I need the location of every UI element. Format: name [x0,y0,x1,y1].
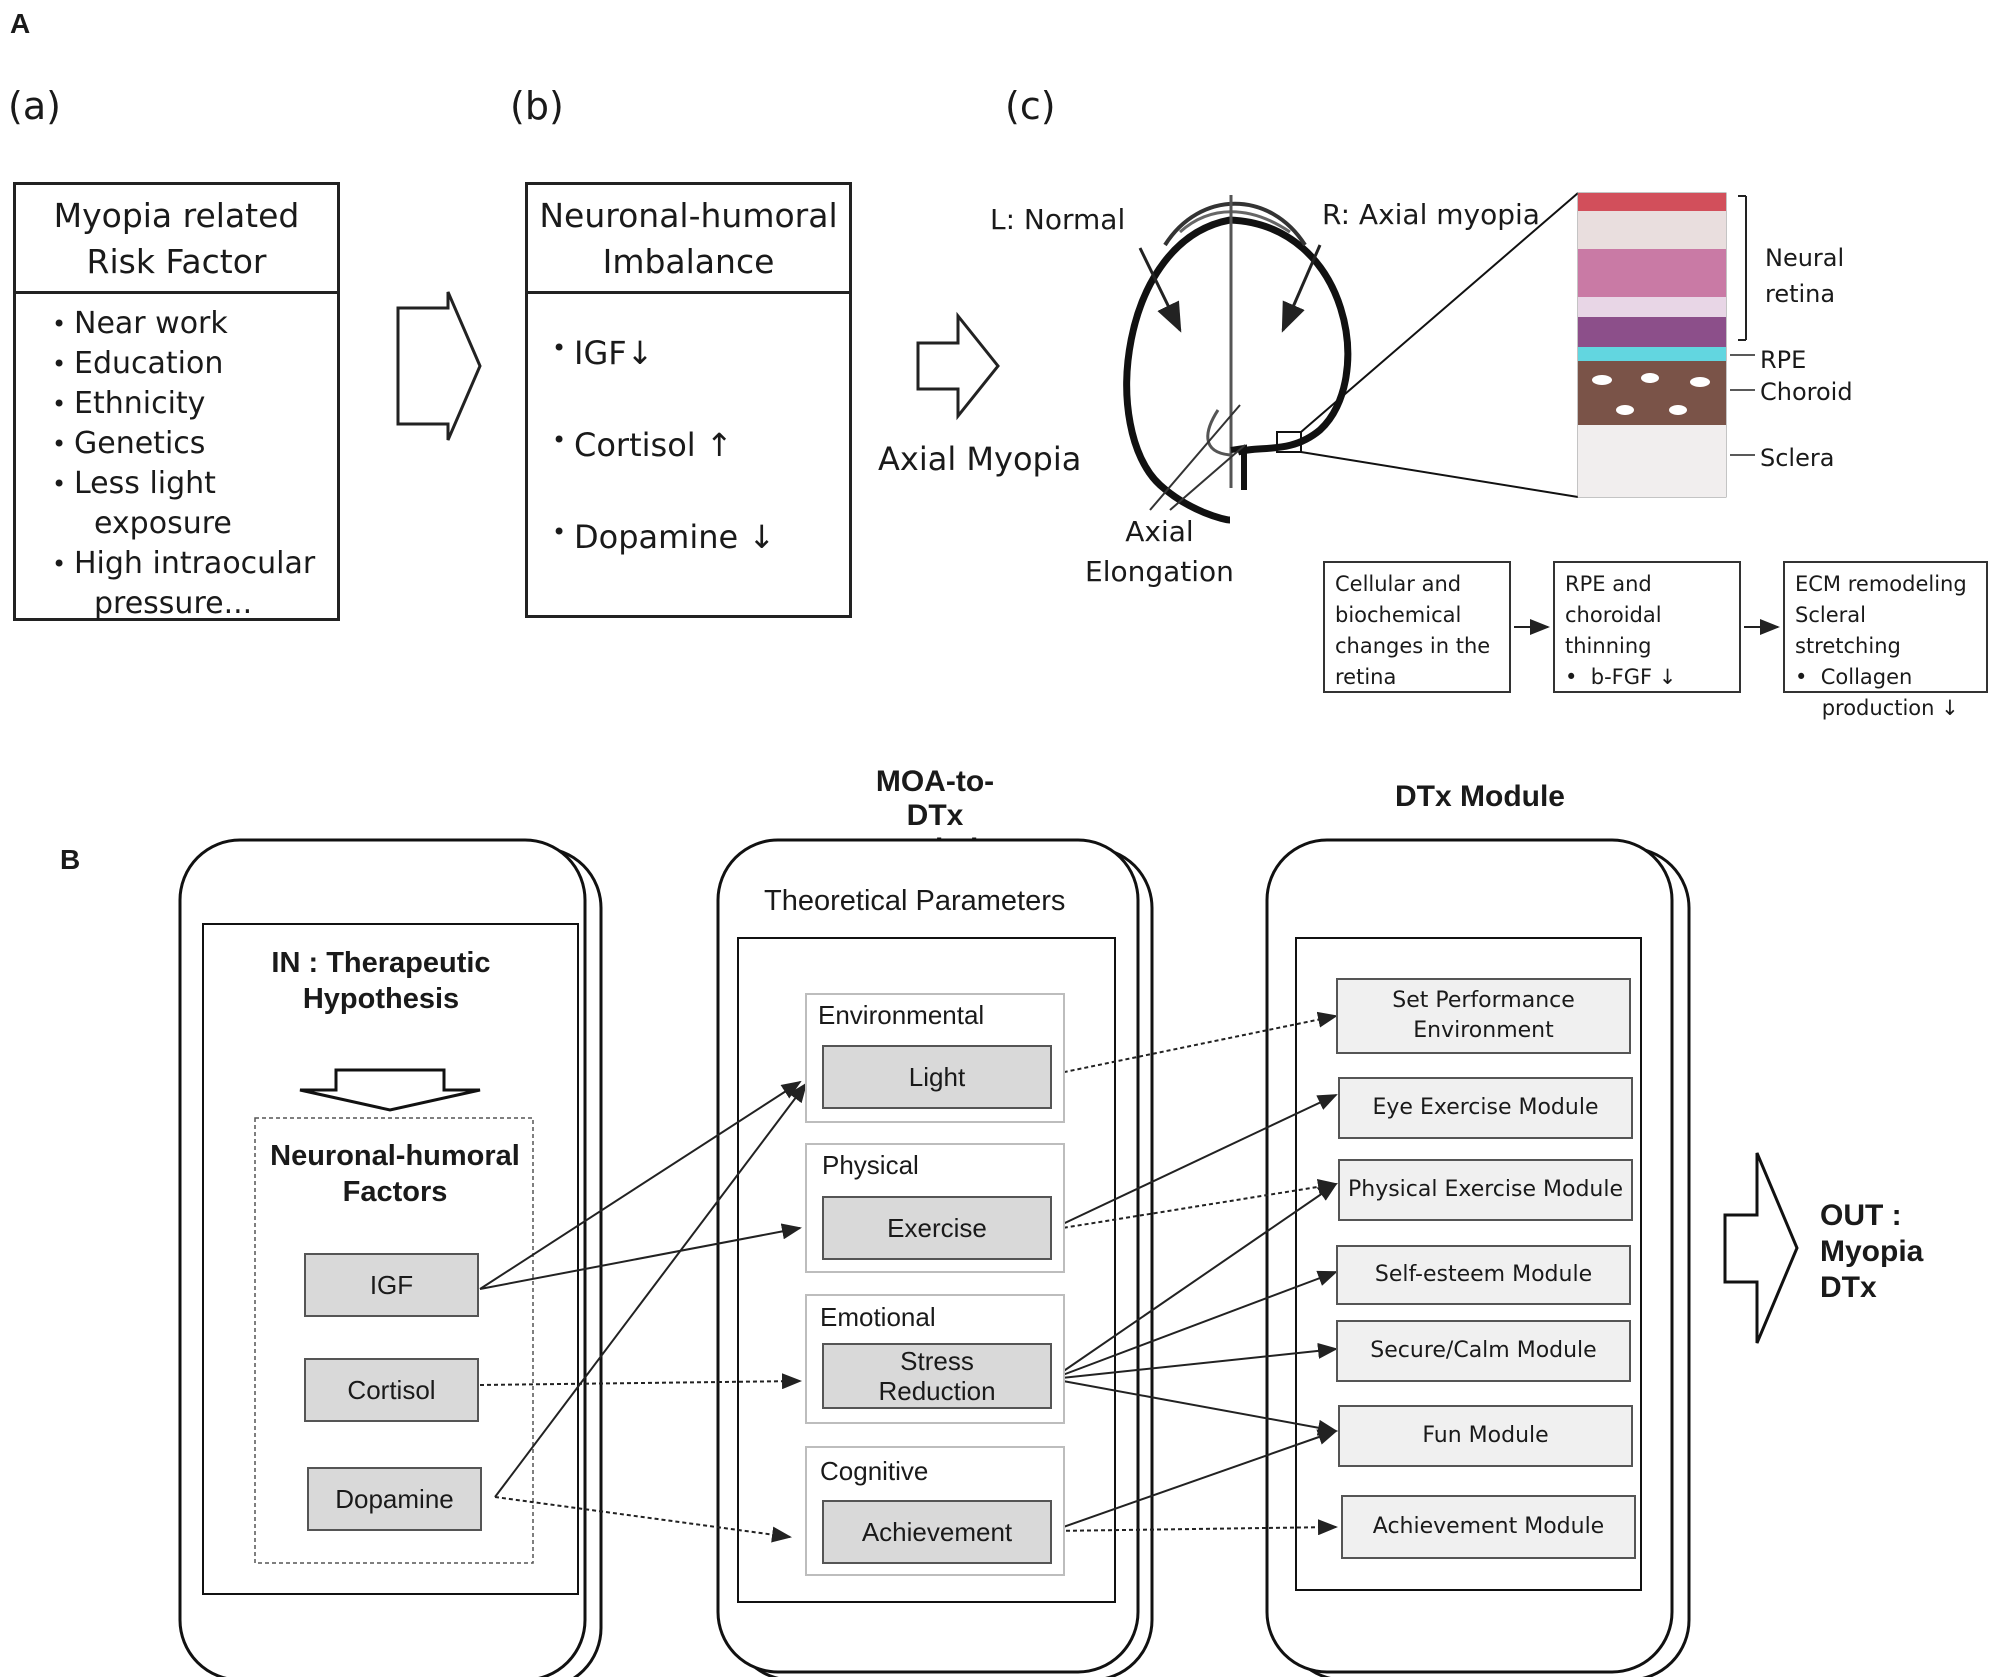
out-label: OUT : Myopia DTx [1820,1198,1923,1306]
imbalance-header: Neuronal-humoral Imbalance [525,182,852,294]
factors-line-2: Factors [342,1176,448,1208]
risk-item: Near work [52,304,337,344]
param-exercise: Exercise [822,1196,1052,1260]
risk-factor-list: Near work Education Ethnicity Genetics L… [13,291,340,621]
imbalance-title-1: Neuronal-humoral [539,196,838,235]
imbalance-item: Dopamine ↓ [552,518,775,556]
risk-item-cont: pressure... [94,586,253,621]
col3-title: DTx Module [1395,780,1565,813]
category-label: Cognitive [820,1456,929,1486]
factors-line-1: Neuronal-humoral [270,1140,520,1172]
risk-item: Education [52,344,337,384]
risk-item: High intraocular [52,544,337,584]
out-line-2: Myopia [1820,1235,1924,1268]
imbalance-title-2: Imbalance [602,242,775,281]
risk-item: Ethnicity [52,384,337,424]
axial-elongation-label: Axial Elongation [1085,512,1234,592]
param-achievement: Achievement [822,1500,1052,1564]
module-line: Set Performance [1392,988,1575,1013]
eye-right-label: R: Axial myopia [1322,198,1540,231]
imbalance-list: IGF↓ Cortisol ↑ Dopamine ↓ [525,291,852,618]
risk-factor-header: Myopia related Risk Factor [13,182,340,294]
risk-item: Less light [52,464,337,504]
module-physical-exercise: Physical Exercise Module [1338,1159,1633,1221]
flow-text: RPE and [1565,572,1652,596]
elongation-line-1: Axial [1125,515,1194,548]
module-line: Environment [1413,1018,1554,1043]
flow-text: production ↓ [1795,696,1959,720]
risk-factor-title-2: Risk Factor [86,242,267,281]
factors-title: Neuronal-humoral Factors [255,1138,535,1210]
in-hypothesis: IN : Therapeutic Hypothesis [236,945,526,1017]
flow-text: Cellular and [1335,572,1462,596]
sub-label-a: (a) [8,84,61,128]
choroid-label: Choroid [1760,378,1853,406]
module-set-performance: Set Performance Environment [1336,978,1631,1054]
risk-item: Genetics [52,424,337,464]
flow-text: changes in the [1335,634,1491,658]
risk-factor-title-1: Myopia related [53,196,300,235]
factor-cortisol: Cortisol [304,1358,479,1422]
flow-text: • b-FGF ↓ [1565,665,1677,689]
module-eye-exercise: Eye Exercise Module [1338,1077,1633,1139]
factor-igf: IGF [304,1253,479,1317]
neural-line-1: Neural [1765,244,1845,272]
param-light: Light [822,1045,1052,1109]
elongation-line-2: Elongation [1085,555,1234,588]
out-line-1: OUT : [1820,1199,1902,1232]
axial-myopia-label: Axial Myopia [878,440,1082,478]
out-arrow [1723,1152,1799,1344]
module-achievement: Achievement Module [1341,1495,1636,1559]
flow-text: • Collagen [1795,665,1913,689]
flow-text: Scleral stretching [1795,603,1901,658]
sub-label-b: (b) [510,84,564,128]
module-self-esteem: Self-esteem Module [1336,1245,1631,1305]
arrow-a-to-b [396,291,482,441]
flow-text: retina [1335,665,1397,689]
flow-text: choroidal [1565,603,1662,627]
flow-text: biochemical [1335,603,1462,627]
flow-box-ecm: ECM remodeling Scleral stretching • Coll… [1783,561,1988,720]
sub-label-c: (c) [1005,84,1056,128]
imbalance-item: Cortisol ↑ [552,426,733,464]
module-fun: Fun Module [1338,1405,1633,1467]
module-secure-calm: Secure/Calm Module [1336,1320,1631,1382]
out-line-3: DTx [1820,1271,1877,1304]
flow-text: ECM remodeling [1795,572,1967,596]
arrow-b-to-c [916,311,1000,421]
flow-text: thinning [1565,634,1652,658]
neural-retina-label: Neural retina [1765,240,1844,312]
param-stress-reduction: Stress Reduction [822,1343,1052,1409]
panel-b-label: B [60,844,81,875]
category-label: Emotional [820,1302,936,1332]
panel-a-label: A [10,8,31,39]
theoretical-parameters: Theoretical Parameters [764,885,1066,917]
in-line-1: IN : Therapeutic [271,947,491,979]
eye-left-label: L: Normal [990,203,1126,236]
sclera-label: Sclera [1760,444,1835,472]
stress-line-2: Reduction [878,1376,996,1406]
category-label: Environmental [818,1000,985,1030]
factor-dopamine: Dopamine [307,1467,482,1531]
imbalance-item: IGF↓ [552,334,653,372]
rpe-label: RPE [1760,346,1807,374]
in-line-2: Hypothesis [302,983,460,1015]
flow-box-retina: Cellular and biochemical changes in the … [1323,561,1511,693]
col2-title-1: MOA-to-DTx [875,765,995,832]
eye-diagram [396,192,1780,635]
stress-line-1: Stress [900,1346,974,1376]
flow-box-rpe: RPE and choroidal thinning • b-FGF ↓ [1553,561,1741,693]
category-label: Physical [822,1150,919,1180]
risk-item-cont: exposure [94,506,232,541]
connectors [479,1011,1338,1543]
neural-line-2: retina [1765,280,1836,308]
